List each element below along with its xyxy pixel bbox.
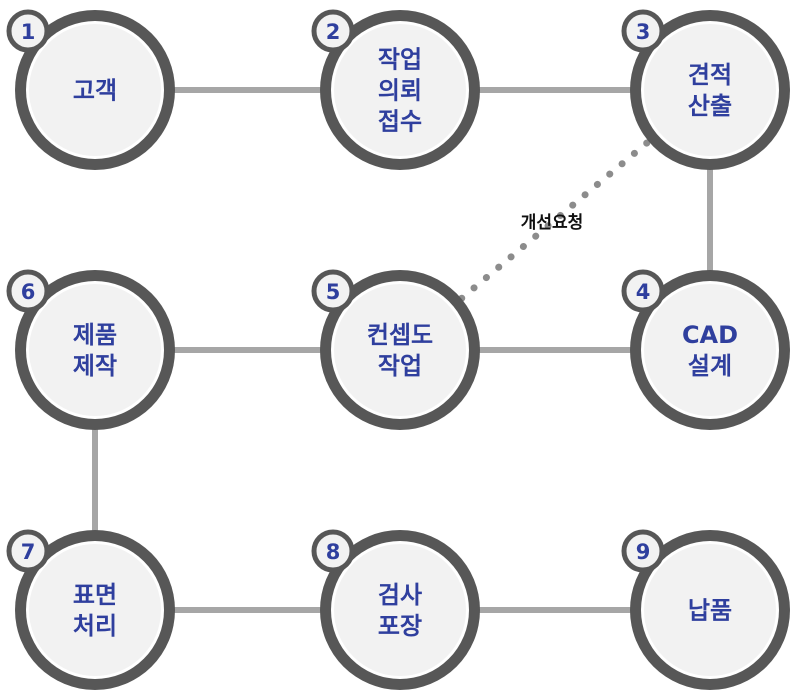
node-label-line: 설계 [688,352,732,380]
node-label-line: 견적 [688,61,732,89]
node-label-line: 작업 [378,352,422,380]
step-number-badge [621,9,665,53]
step-number: 8 [326,540,341,564]
edge-label-improvement-request: 개선요청 [521,212,584,233]
process-nodes: 고객1작업의뢰접수2견적산출3CAD설계4컨셉도작업5제품제작6표면처리7검사포… [6,9,790,690]
node-body [644,544,776,676]
step-number: 6 [21,280,36,304]
node-body [334,24,466,156]
node-9: 납품 9 [621,529,790,690]
node-label-line: 작업 [378,46,422,74]
step-number-badge [6,529,50,573]
step-number: 1 [21,20,36,44]
step-number-badge [6,269,50,313]
node-label-line: 제품 [73,321,117,349]
node-label-line: 처리 [73,612,117,640]
step-number-badge [311,9,355,53]
node-body [29,24,161,156]
node-label-line: 고객 [73,77,117,105]
node-label-line: 접수 [378,108,422,136]
step-number: 3 [636,20,651,44]
node-label-line: 표면 [73,581,117,609]
step-number: 2 [326,20,341,44]
step-number-badge [621,269,665,313]
node-label-line: 컨셉도 [367,321,433,349]
step-number-badge [311,529,355,573]
node-body [644,284,776,416]
node-body [644,24,776,156]
node-4: CAD 설계 4 [621,269,790,430]
step-number: 7 [21,540,36,564]
node-body [334,284,466,416]
node-label-line: 제작 [73,352,117,380]
step-number-badge [6,9,50,53]
node-body [29,544,161,676]
step-number-badge [621,529,665,573]
node-label-line: 산출 [688,92,732,120]
node-label-line: 납품 [688,597,732,625]
node-body [29,284,161,416]
step-number: 4 [636,280,651,304]
node-label-line: 포장 [378,612,422,640]
step-number-badge [311,269,355,313]
node-label-line: 검사 [378,581,422,609]
step-number: 9 [636,540,651,564]
node-label-line: CAD [682,321,738,349]
node-body [334,544,466,676]
node-1: 고객 1 [6,9,175,170]
node-label-line: 의뢰 [378,77,422,105]
step-number: 5 [326,280,341,304]
